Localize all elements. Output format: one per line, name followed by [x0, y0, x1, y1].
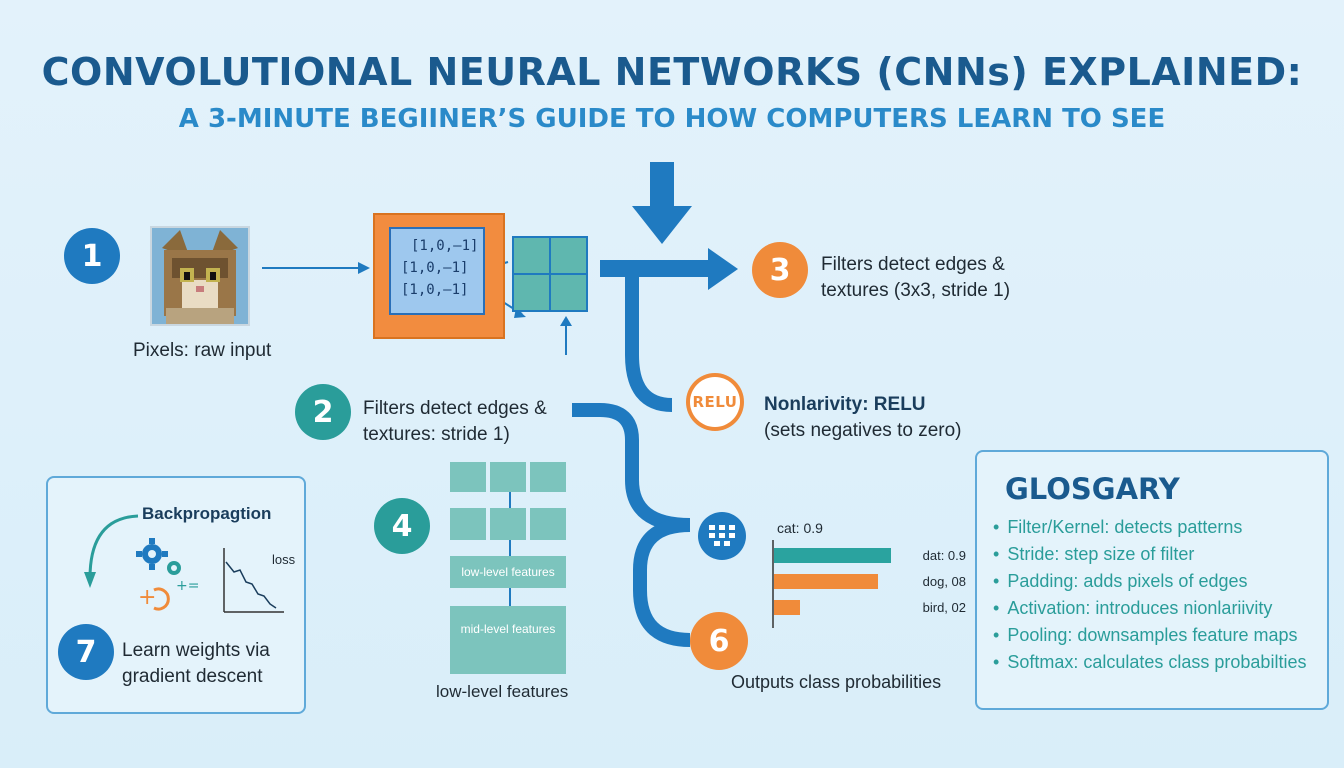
- step-7-label: Learn weights via gradient descent: [122, 638, 270, 690]
- down-arrow-icon: [632, 162, 692, 244]
- bar-bird: [774, 600, 800, 615]
- kernel-matrix: [1,0,–1] [1,0,–1] [1,0,–1]: [389, 227, 485, 315]
- kernel-box: [1,0,–1] [1,0,–1] [1,0,–1]: [373, 213, 505, 339]
- feature-stack: low-level features mid-level features: [450, 462, 566, 674]
- step-6-badge: 6: [690, 612, 748, 670]
- step-7-label-line-1: Learn weights via: [122, 640, 270, 661]
- step-3-label-line-2: textures (3x3, stride 1): [821, 280, 1011, 301]
- low-level-block: low-level features: [450, 556, 566, 588]
- loss-graph-icon: [223, 548, 284, 613]
- feature-cell: [490, 462, 526, 492]
- probability-bar-chart: dat: 0.9 dog, 08 bird, 02: [772, 540, 966, 628]
- cycle-arrow-icon: [84, 514, 139, 588]
- feature-cell: [530, 462, 566, 492]
- glossary-item: Softmax: calculates class probabilties: [993, 649, 1306, 676]
- relu-badge-label: RELU: [690, 377, 740, 427]
- step-4-label: low-level features: [436, 682, 569, 701]
- page-title: CONVOLUTIONAL NEURAL NETWORKS (CNNs) EXP…: [41, 50, 1303, 94]
- step-1-label: Pixels: raw input: [133, 340, 272, 361]
- cat-image: [150, 226, 250, 326]
- step-7-label-line-2: gradient descent: [122, 666, 263, 687]
- kernel-row-2: [1,0,–1]: [401, 260, 469, 276]
- bar-dat: [774, 548, 891, 563]
- step-7-badge: 7: [58, 624, 114, 680]
- bar-dog: [774, 574, 878, 589]
- step-2-badge: 2: [295, 384, 351, 440]
- feature-cell: [530, 508, 566, 540]
- page-subtitle: A 3-MINUTE BEGIINER’S GUIDE TO HOW COMPU…: [178, 104, 1166, 134]
- backprop-panel: Backpropagtion + += loss 7 Learn weights…: [46, 476, 306, 714]
- step-3-label-line-1: Filters detect edges &: [821, 254, 1005, 275]
- glossary-item: Pooling: downsamples feature maps: [993, 622, 1306, 649]
- grid-cell: [514, 238, 549, 273]
- step-4-badge: 4: [374, 498, 430, 554]
- glossary-item: Activation: introduces nionlariivity: [993, 595, 1306, 622]
- step-3-label: Filters detect edges & textures (3x3, st…: [821, 252, 1010, 304]
- right-arrow-icon: [600, 248, 738, 290]
- glossary-list: Filter/Kernel: detects patterns Stride: …: [993, 514, 1306, 676]
- glossary-item: Stride: step size of filter: [993, 541, 1306, 568]
- feature-cell: [490, 508, 526, 540]
- step-3-badge: 3: [752, 242, 808, 298]
- feature-cell: [450, 462, 486, 492]
- bar-label-bird: bird, 02: [923, 600, 966, 615]
- grid-cell: [551, 275, 586, 310]
- glossary-item: Filter/Kernel: detects patterns: [993, 514, 1306, 541]
- step-2-label-line-1: Filters detect edges &: [363, 398, 547, 419]
- svg-text:+: +: [138, 585, 156, 610]
- glossary-panel: GLOSGARY Filter/Kernel: detects patterns…: [975, 450, 1329, 710]
- backprop-title: Backpropagtion: [142, 504, 272, 523]
- bar-label-dat: dat: 0.9: [923, 548, 966, 563]
- svg-text:+=: +=: [176, 578, 199, 594]
- cat-pixel-icon: [152, 228, 248, 324]
- kernel-row-3: [1,0,–1]: [401, 282, 469, 298]
- step-1-badge: 1: [64, 228, 120, 284]
- network-icon: [698, 512, 746, 560]
- glossary-title: GLOSGARY: [1005, 472, 1180, 506]
- step-2-label-line-2: textures: stride 1): [363, 424, 510, 445]
- mid-level-block: mid-level features: [450, 606, 566, 674]
- step-6-label: Outputs class probabilities: [731, 672, 942, 692]
- relu-label-line-1: Nonlarivity: RELU: [764, 394, 926, 415]
- bar-label-dog: dog, 08: [923, 574, 966, 589]
- chart-top-label: cat: 0.9: [777, 520, 823, 536]
- feature-cell: [450, 508, 486, 540]
- feature-map-grid: [512, 236, 588, 312]
- grid-cell: [551, 238, 586, 273]
- loss-label: loss: [272, 552, 296, 567]
- relu-label-line-2: (sets negatives to zero): [764, 420, 962, 441]
- relu-badge: RELU: [686, 373, 744, 431]
- glossary-item: Padding: adds pixels of edges: [993, 568, 1306, 595]
- grid-cell: [514, 275, 549, 310]
- gears-icon: + +=: [136, 538, 199, 611]
- step-2-label: Filters detect edges & textures: stride …: [363, 396, 547, 448]
- relu-label: Nonlarivity: RELU (sets negatives to zer…: [764, 392, 961, 444]
- kernel-row-1: [1,0,–1]: [411, 238, 479, 254]
